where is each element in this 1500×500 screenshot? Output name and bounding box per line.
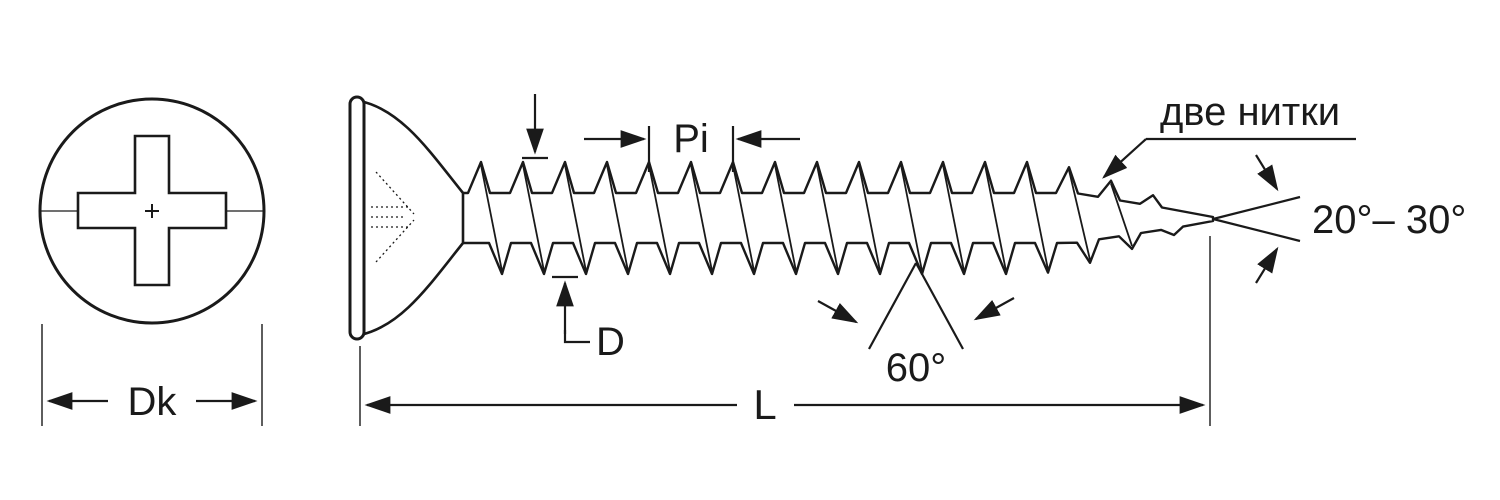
tip-note: две нитки — [1102, 90, 1356, 179]
tip-note-arrow — [1102, 138, 1147, 179]
tip-angle-arrow-upper — [1255, 154, 1279, 192]
thread-flank-line — [858, 164, 881, 272]
thread-flank-line — [984, 164, 1007, 272]
tip-angle-label: 20°– 30° — [1312, 198, 1466, 242]
thread-flank-line — [606, 164, 629, 272]
bugle-head-profile — [358, 99, 465, 337]
thread-flank-line — [1026, 164, 1049, 270]
dimension-tip-angle: 20°– 30° — [1212, 154, 1466, 284]
angle-arrow-right — [973, 297, 1015, 321]
thread-flank-line — [816, 164, 839, 272]
threaded-shank — [460, 160, 1215, 276]
thread-flank-line — [690, 164, 713, 272]
dk-label: Dk — [128, 380, 178, 424]
dimension-length: L — [359, 236, 1211, 428]
angle-arrow-left — [817, 300, 859, 324]
recess-hidden-lines — [371, 171, 415, 263]
tip-angle-arrow-lower — [1255, 246, 1279, 284]
screw-side-view — [348, 95, 1215, 341]
thread-flank-line — [900, 164, 923, 272]
thread-flank-line — [648, 164, 671, 272]
thread-flank-line — [564, 164, 587, 272]
d-leader — [563, 330, 590, 344]
tip-note-label: две нитки — [1160, 90, 1340, 134]
dimension-pitch: Pi — [584, 117, 800, 172]
thread-flank-line — [1110, 183, 1133, 247]
thread-angle-label: 60° — [886, 346, 947, 390]
thread-flank-line — [942, 164, 965, 272]
head-front-view: Dk — [38, 97, 266, 426]
head-face — [348, 95, 366, 341]
thread-flank-line — [1068, 169, 1091, 261]
angle-line-right — [915, 262, 964, 350]
dimension-diameter: D — [522, 94, 625, 364]
pitch-label: Pi — [673, 117, 709, 161]
thread-flank-line — [774, 164, 797, 272]
d-label: D — [596, 320, 625, 364]
dimension-dk: Dk — [41, 324, 263, 426]
thread-flank-line — [480, 164, 503, 272]
thread-flank-line — [732, 164, 755, 272]
l-label: L — [753, 381, 776, 428]
dimension-thread-angle: 60° — [817, 262, 1015, 390]
angle-line-left — [868, 262, 917, 350]
tip-angle-line-upper — [1212, 195, 1301, 221]
tip-angle-line-lower — [1212, 217, 1301, 243]
screw-silhouette — [460, 160, 1215, 276]
thread-flank-line — [522, 164, 545, 272]
